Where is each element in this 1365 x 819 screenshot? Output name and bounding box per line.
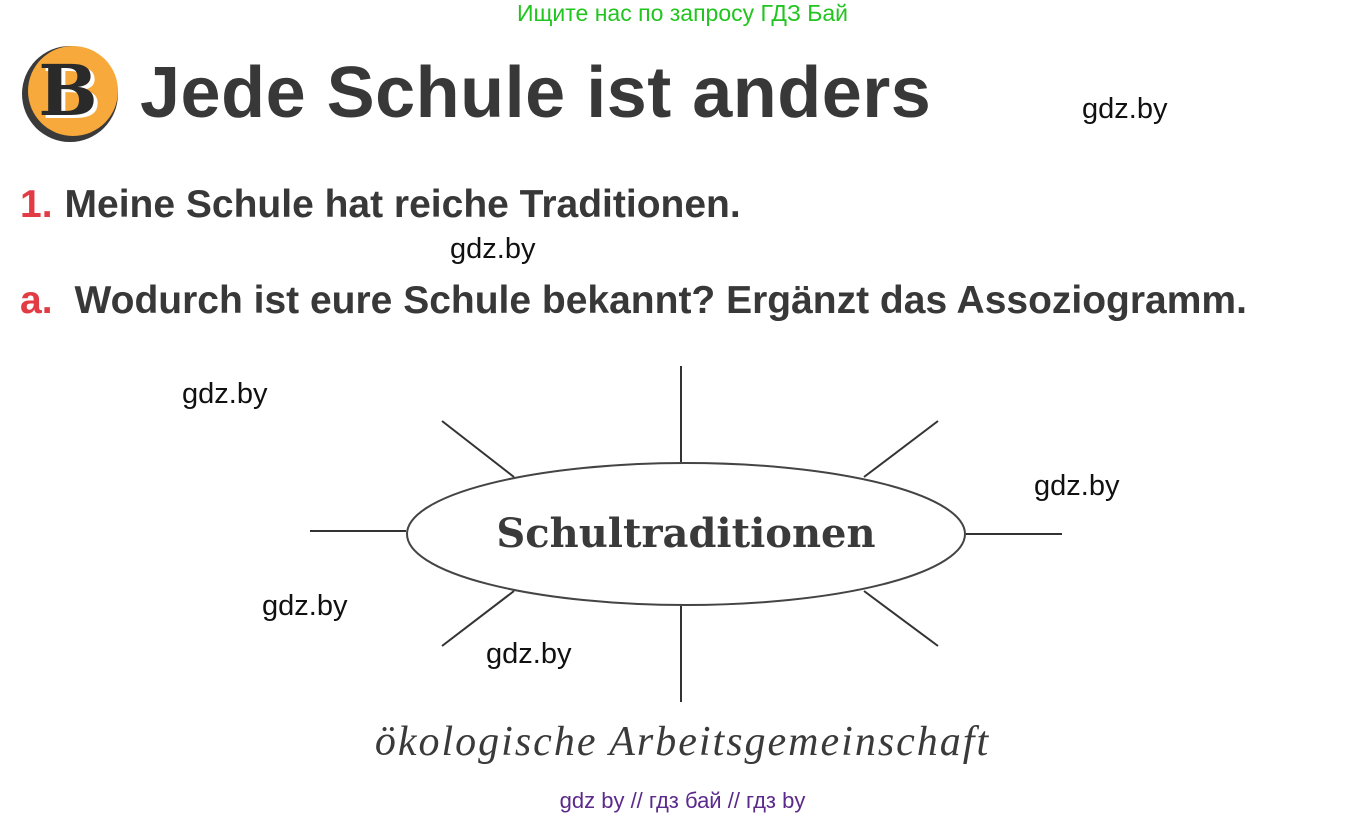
diagram-center-ellipse bbox=[406, 462, 966, 606]
watermark: gdz.by bbox=[450, 233, 536, 265]
task-a-text: Wodurch ist eure Schule bekannt? Ergänzt… bbox=[74, 279, 1247, 322]
watermark: gdz.by bbox=[486, 638, 572, 670]
diagram-example-answer: ökologische Arbeitsgemeinschaft bbox=[374, 719, 991, 765]
diagram-spoke-bottom-right bbox=[863, 590, 939, 647]
task-1-number: 1. bbox=[20, 183, 53, 226]
task-1-text: Meine Schule hat reiche Traditionen. bbox=[64, 183, 741, 226]
page-title: Jede Schule ist anders bbox=[140, 53, 932, 133]
top-banner: Ищите нас по запросу ГДЗ Бай bbox=[516, 0, 849, 26]
watermark: gdz.by bbox=[262, 590, 348, 622]
task-1: 1. Meine Schule hat reiche Traditionen. bbox=[20, 183, 741, 227]
diagram-spoke-bottom-left bbox=[441, 590, 515, 647]
section-badge-icon: B B bbox=[22, 46, 118, 142]
task-a: a. Wodurch ist eure Schule bekannt? Ergän… bbox=[20, 279, 1247, 323]
diagram-center-label: Schultraditionen bbox=[496, 510, 876, 557]
diagram-spoke-top-right bbox=[863, 420, 939, 478]
badge-letter: B bbox=[38, 49, 97, 132]
task-a-number: a. bbox=[20, 279, 53, 322]
footer-watermark: gdz by // гдз бай // гдз by bbox=[559, 788, 806, 813]
watermark: gdz.by bbox=[1034, 470, 1120, 502]
watermark: gdz.by bbox=[1082, 93, 1168, 125]
watermark: gdz.by bbox=[182, 378, 268, 410]
diagram-spoke-top-left bbox=[441, 420, 515, 478]
badge-letter-shadow: B bbox=[42, 52, 101, 135]
